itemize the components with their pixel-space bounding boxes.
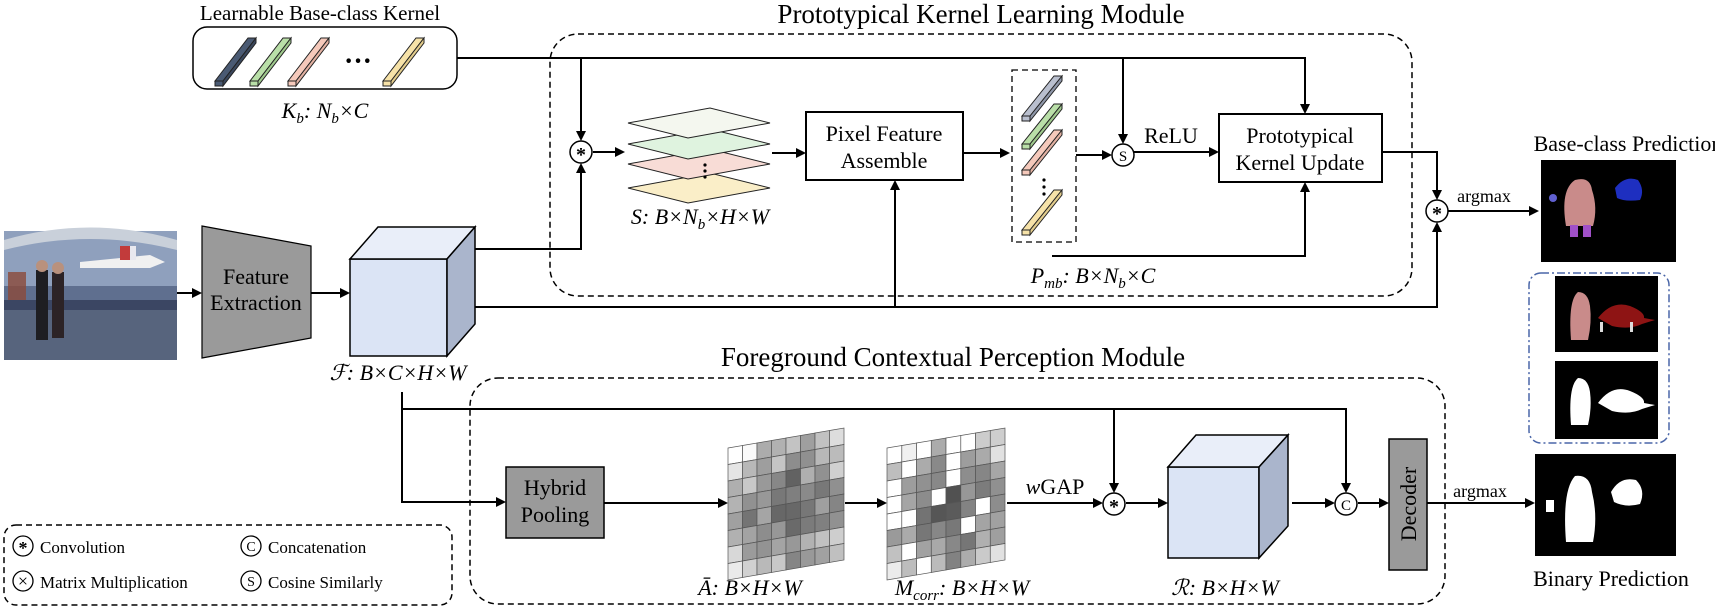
prototype-bar-1: [1020, 74, 1064, 123]
cosine-operator: S: [1111, 143, 1135, 167]
svg-text:Concatenation: Concatenation: [268, 538, 367, 557]
hybrid-pooling-label-1: Hybrid: [524, 475, 586, 500]
kernel-bars: [213, 36, 426, 88]
pixel-feature-assemble-block: [805, 111, 964, 181]
pixel-feature-label-2: Assemble: [841, 148, 928, 173]
fcp-module-title: Foreground Contextual Perception Module: [721, 342, 1185, 372]
svg-text:S: S: [247, 575, 255, 590]
conv-operator-bottom: *: [1102, 492, 1126, 518]
binary-prediction-title: Binary Prediction: [1533, 566, 1689, 591]
legend-matmul: × Matrix Multiplication: [12, 570, 188, 592]
decoder-label: Decoder: [1396, 466, 1421, 541]
argmax-bottom-label: argmax: [1453, 481, 1507, 501]
svg-text:*: *: [576, 144, 586, 166]
input-image: [4, 227, 177, 360]
feature-cube: [348, 225, 477, 358]
kernel-ellipsis: ···: [344, 46, 372, 77]
svg-text:S: S: [1119, 149, 1127, 165]
score-map-stack: [627, 107, 771, 204]
abar-dim-label: Ā: B×H×W: [696, 575, 803, 600]
feature-extraction-label-2: Extraction: [210, 290, 302, 315]
feature-dim-label: ℱ: B×C×H×W: [330, 360, 469, 385]
kernel-update-label-2: Kernel Update: [1236, 150, 1365, 175]
legend-box: [3, 524, 453, 606]
kernel-dim-label: Kb: Nb×C: [281, 98, 369, 127]
prototype-bar-4: [1020, 188, 1064, 237]
pkl-module-frame: [549, 33, 1413, 297]
hybrid-pooling-block: [505, 466, 605, 539]
svg-text:C: C: [246, 540, 255, 555]
svg-text:×: ×: [18, 571, 28, 591]
svg-text:C: C: [1341, 498, 1351, 514]
relu-label: ReLU: [1144, 123, 1198, 148]
prototype-bars: [1020, 74, 1064, 237]
kernel-title: Learnable Base-class Kernel: [200, 1, 440, 25]
pkl-module-title: Prototypical Kernel Learning Module: [777, 0, 1184, 29]
kernel-update-block: [1218, 113, 1383, 183]
gt-binary-image: [1555, 361, 1658, 439]
kernel-bar-1: [213, 36, 258, 88]
feature-extraction-label-1: Feature: [223, 264, 289, 289]
gt-panel-frame: [1528, 272, 1670, 444]
svg-text:Matrix Multiplication: Matrix Multiplication: [40, 573, 188, 592]
feature-extraction-block: [201, 225, 312, 359]
kernel-bar-2: [248, 36, 293, 88]
argmax-top-label: argmax: [1457, 186, 1511, 206]
prototype-dim-label: Pmb: B×Nb×C: [1030, 263, 1156, 292]
conv-operator-top: *: [569, 140, 593, 166]
prototype-bar-2: [1020, 102, 1064, 151]
kernel-bar-3: [286, 36, 331, 88]
legend-cosine: S Cosine Similarly: [240, 570, 383, 592]
legend-concatenation: C Concatenation: [240, 535, 367, 557]
base-prediction-image: [1541, 160, 1676, 262]
svg-text:*: *: [1109, 496, 1119, 518]
kernel-update-label-1: Prototypical: [1246, 123, 1354, 148]
binary-prediction-image: [1535, 454, 1676, 556]
svg-text:*: *: [1432, 203, 1442, 225]
base-prediction-title: Base-class Prediction: [1534, 131, 1715, 156]
r-dim-label: ℛ: B×H×W: [1171, 575, 1280, 600]
svg-text:*: *: [19, 538, 28, 558]
svg-text:Cosine Similarly: Cosine Similarly: [268, 573, 383, 592]
prototype-bar-3: [1020, 128, 1064, 177]
legend-convolution: * Convolution: [12, 535, 126, 558]
decoder-block: [1388, 438, 1428, 571]
wgap-label: wGAP: [1026, 474, 1085, 499]
conv-operator-right: *: [1425, 199, 1449, 225]
svg-text:Convolution: Convolution: [40, 538, 126, 557]
kernel-bar-4: [381, 36, 426, 88]
bottom-connectors: [401, 392, 1535, 508]
gt-color-image: [1555, 276, 1658, 352]
r-cube: [1166, 433, 1290, 560]
score-map-dim-label: S: B×Nb×H×W: [631, 204, 771, 233]
top-connectors: [177, 57, 1539, 308]
mcorr-grid: [886, 427, 1006, 581]
concat-operator: C: [1334, 492, 1358, 516]
pixel-feature-label-1: Pixel Feature: [826, 121, 943, 146]
fcp-module-frame: [469, 377, 1446, 605]
mcorr-dim-label: Mcorr: B×H×W: [894, 575, 1031, 604]
abar-grid: [727, 427, 845, 581]
hybrid-pooling-label-2: Pooling: [521, 502, 589, 527]
